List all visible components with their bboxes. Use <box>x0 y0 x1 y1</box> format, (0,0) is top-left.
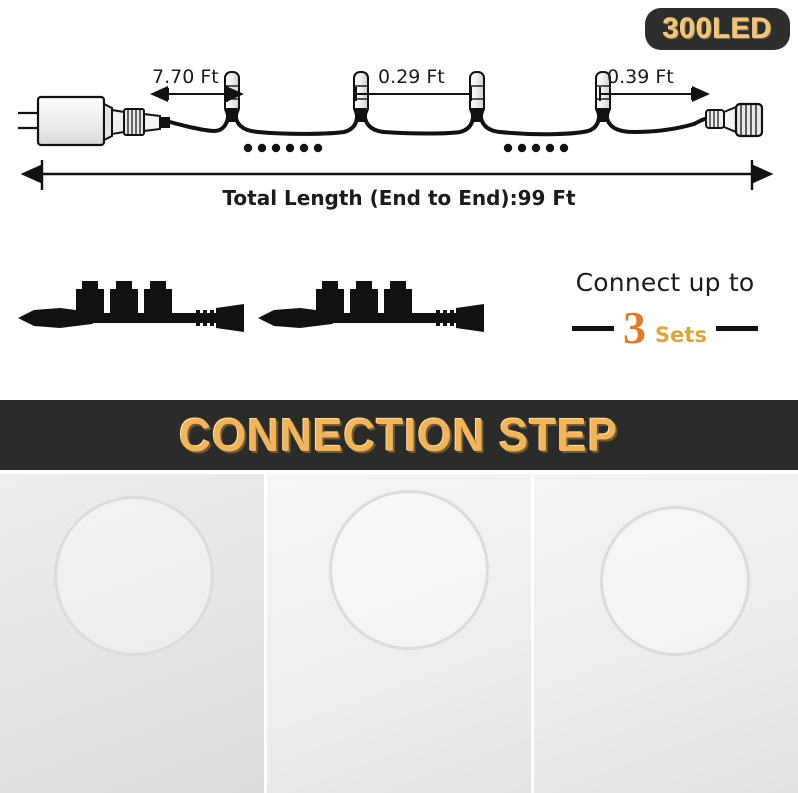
diagram-svg <box>18 71 774 332</box>
total-length-label: Total Length (End to End):99 Ft <box>222 186 576 210</box>
led-count-badge-label: 300LED <box>662 12 773 45</box>
dimension-line-spacing <box>355 87 472 101</box>
dimension-label-spacing: 0.29 Ft <box>378 66 445 88</box>
wire-ellipsis-dots <box>503 143 569 153</box>
decorative-dash-left <box>572 325 615 331</box>
callout-circle <box>600 506 750 656</box>
connect-up-to-title: Connect up to <box>575 268 755 297</box>
led-count-badge: 300LED <box>645 8 790 50</box>
photo-step-2 <box>267 474 531 793</box>
dimension-line-lead <box>150 86 244 102</box>
connection-step-banner: CONNECTION STEP <box>0 400 798 470</box>
total-length-dimension-line <box>20 160 774 190</box>
connection-step-title: CONNECTION STEP <box>179 409 619 461</box>
photo-step-1 <box>0 474 264 793</box>
string-light-diagram: 7.70 Ft 0.29 Ft 0.39 Ft Total Length (En… <box>18 66 790 351</box>
female-connector-icon <box>692 102 764 138</box>
wire-ellipsis-dots <box>243 143 323 153</box>
connect-count-row: 3 Sets <box>540 305 790 351</box>
connect-up-to-block: Connect up to 3 Sets <box>540 268 790 351</box>
power-adapter-icon <box>18 95 170 147</box>
decorative-dash-right <box>715 325 758 331</box>
connectable-set-silhouette <box>18 281 244 332</box>
photo-strip <box>0 474 798 793</box>
connectable-set-silhouette <box>258 281 484 332</box>
callout-circle <box>54 496 214 656</box>
connect-count-number: 3 <box>623 302 647 353</box>
dimension-line-tail <box>599 86 710 102</box>
dimension-label-lead: 7.70 Ft <box>152 66 219 88</box>
connect-count-unit: Sets <box>655 323 707 347</box>
photo-step-3 <box>534 474 798 793</box>
callout-circle <box>329 490 489 650</box>
dimension-label-tail: 0.39 Ft <box>607 66 674 88</box>
